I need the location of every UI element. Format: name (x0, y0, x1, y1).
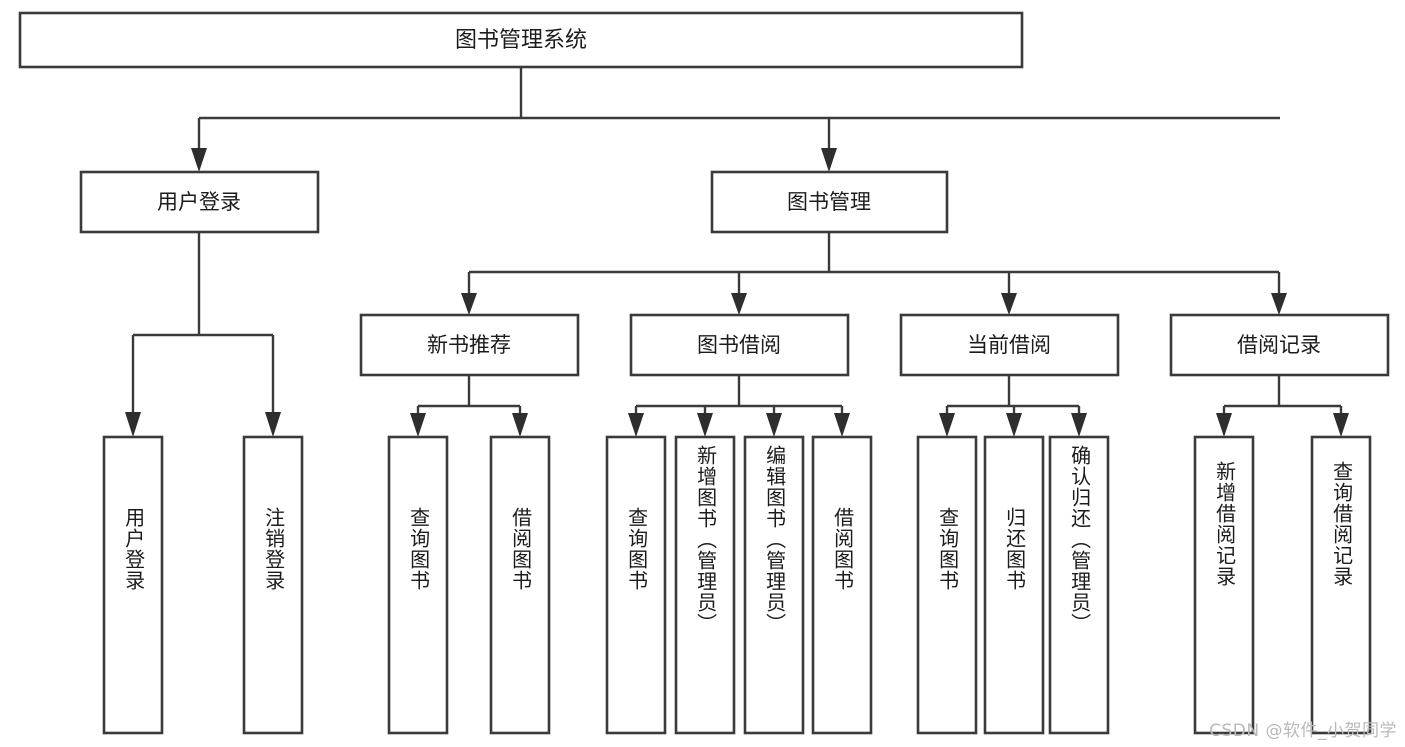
arrowhead-user-login-leaf-2 (265, 412, 281, 437)
node-user-login-label: 用户登录 (157, 190, 241, 214)
arrowhead-cb-leaf-3 (1071, 413, 1087, 437)
arrowhead-nbr-leaf-1 (410, 413, 426, 437)
arrowhead-bb-leaf-4 (834, 413, 850, 437)
arrowhead-to-borrow-record (1271, 293, 1287, 315)
leaf-box-borrow-record-2[interactable] (1310, 435, 1372, 735)
node-current-borrow-label: 当前借阅 (967, 333, 1051, 357)
arrowhead-nbr-leaf-2 (512, 413, 528, 437)
arrowhead-cb-leaf-2 (1006, 413, 1022, 437)
node-book-manage-box[interactable] (710, 170, 949, 234)
arrowhead-to-book-borrow (731, 293, 747, 315)
node-root-label: 图书管理系统 (455, 28, 587, 53)
leaf-box-current-borrow-2[interactable] (983, 435, 1045, 735)
arrowhead-bb-leaf-2 (697, 413, 713, 437)
node-book-borrow-box[interactable] (629, 313, 850, 377)
node-new-book-recommend-label: 新书推荐 (427, 333, 511, 357)
node-current-borrow-box[interactable] (899, 313, 1120, 377)
leaf-box-new-book-recommend-1[interactable] (387, 435, 449, 735)
arrowhead-root-to-user-login (191, 148, 207, 172)
leaf-box-current-borrow-3[interactable] (1048, 435, 1110, 735)
node-book-manage-label: 图书管理 (787, 190, 871, 214)
leaf-box-user-login-2[interactable] (242, 435, 304, 735)
arrowhead-root-to-book-manage (821, 148, 837, 172)
arrowhead-to-new-book-recommend (461, 293, 477, 315)
node-new-book-recommend-box[interactable] (359, 313, 580, 377)
arrowhead-to-current-borrow (1001, 293, 1017, 315)
csdn-watermark: CSDN @软件_小贺同学 (1209, 721, 1397, 741)
leaf-box-book-borrow-3[interactable] (743, 435, 805, 735)
leaf-box-book-borrow-2[interactable] (674, 435, 736, 735)
leaf-box-user-login-1[interactable] (102, 435, 164, 735)
arrowhead-user-login-leaf-1 (125, 412, 141, 437)
node-borrow-record-label: 借阅记录 (1237, 333, 1321, 357)
arrowhead-bb-leaf-1 (628, 413, 644, 437)
leaf-box-current-borrow-1[interactable] (916, 435, 978, 735)
node-root-box[interactable] (18, 11, 1024, 69)
leaf-box-new-book-recommend-2[interactable] (489, 435, 551, 735)
node-book-borrow-label: 图书借阅 (697, 333, 781, 357)
node-borrow-record-box[interactable] (1169, 313, 1390, 377)
arrowhead-br-leaf-2 (1333, 413, 1349, 437)
leaf-box-borrow-record-1[interactable] (1193, 435, 1255, 735)
arrowhead-cb-leaf-1 (939, 413, 955, 437)
leaf-box-book-borrow-1[interactable] (605, 435, 667, 735)
arrowhead-br-leaf-1 (1216, 413, 1232, 437)
leaf-box-book-borrow-4[interactable] (811, 435, 873, 735)
arrowhead-bb-leaf-3 (766, 413, 782, 437)
